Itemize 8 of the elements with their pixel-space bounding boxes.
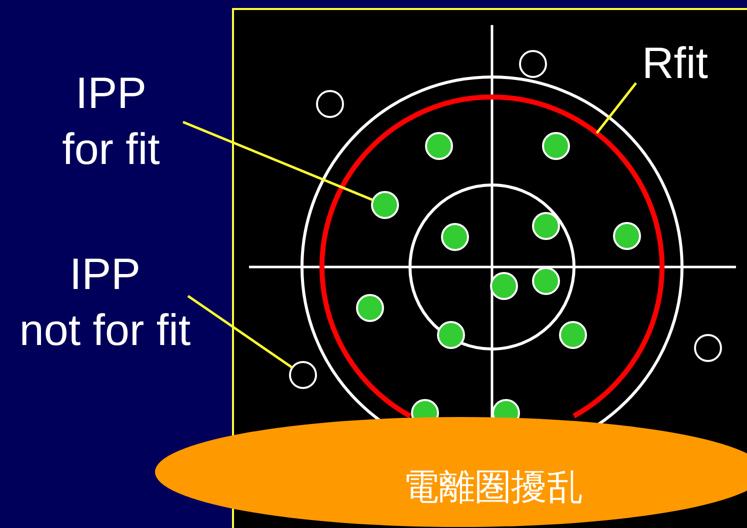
ipp-label: IPP for fit [50, 66, 172, 178]
leader-line [182, 120, 374, 202]
leader-line [187, 294, 293, 369]
rfit-label: Rfit [620, 36, 730, 92]
disturbance-label: 電離圏擾乱 [402, 465, 584, 509]
ipp-label: IPP not for fit [0, 247, 210, 359]
leader-line [596, 82, 637, 134]
ipp-circle [289, 361, 317, 389]
